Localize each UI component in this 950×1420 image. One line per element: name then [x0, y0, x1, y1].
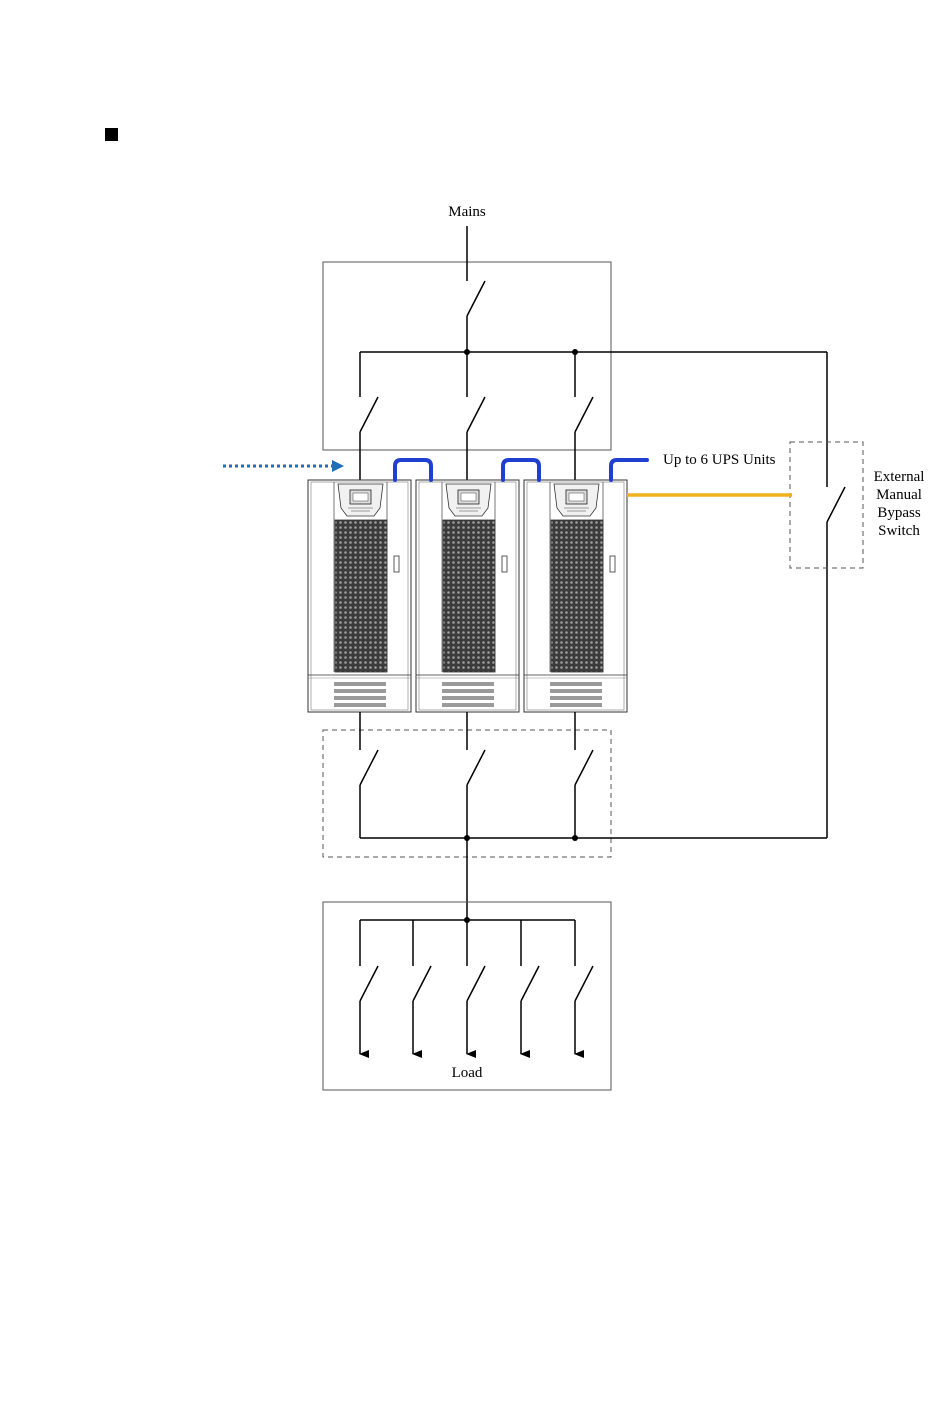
ups-cabinet [524, 480, 627, 712]
ups-cabinet [308, 480, 411, 712]
ups-units-label: Up to 6 UPS Units [663, 451, 776, 469]
parallel-cables [395, 460, 647, 480]
mains-switch [467, 226, 485, 352]
load-label: Load [437, 1064, 497, 1082]
bypass-label-line: Manual [862, 486, 936, 504]
ups-cabinet [416, 480, 519, 712]
junction-node [572, 835, 578, 841]
bypass-label-line: Bypass [862, 504, 936, 522]
bypass-switch-label: External Manual Bypass Switch [862, 468, 936, 540]
load-branch-switches [360, 920, 593, 1054]
ups-output-switches [360, 712, 593, 838]
input-arrow-head [332, 460, 344, 472]
bypass-label-line: Switch [862, 522, 936, 540]
bypass-label-line: External [862, 468, 936, 486]
mains-label: Mains [437, 203, 497, 221]
bypass-line [827, 352, 845, 838]
